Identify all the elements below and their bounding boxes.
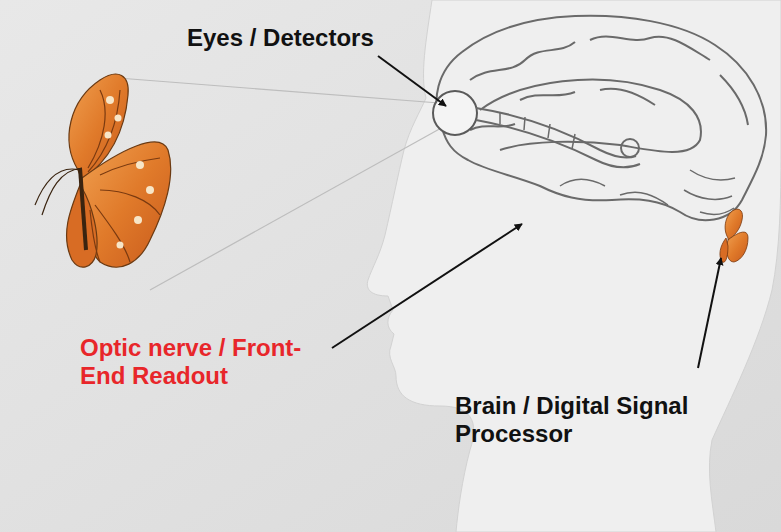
head-silhouette xyxy=(367,0,781,532)
part-label: Brain / Digital Signal Processor xyxy=(455,392,717,448)
light-ray xyxy=(150,122,452,290)
eyeball xyxy=(433,91,477,135)
light-ray xyxy=(118,78,452,104)
leader-arrow xyxy=(698,258,721,368)
optic-nerve xyxy=(476,108,640,167)
perceived-butterfly xyxy=(720,209,748,262)
part-label: Optic nerve / Front-End Readout xyxy=(80,334,320,390)
part-label: Eyes / Detectors xyxy=(187,24,374,52)
butterfly xyxy=(35,74,171,267)
leader-arrow xyxy=(378,56,446,106)
brain-outline xyxy=(436,16,766,220)
leader-arrow xyxy=(332,224,522,348)
